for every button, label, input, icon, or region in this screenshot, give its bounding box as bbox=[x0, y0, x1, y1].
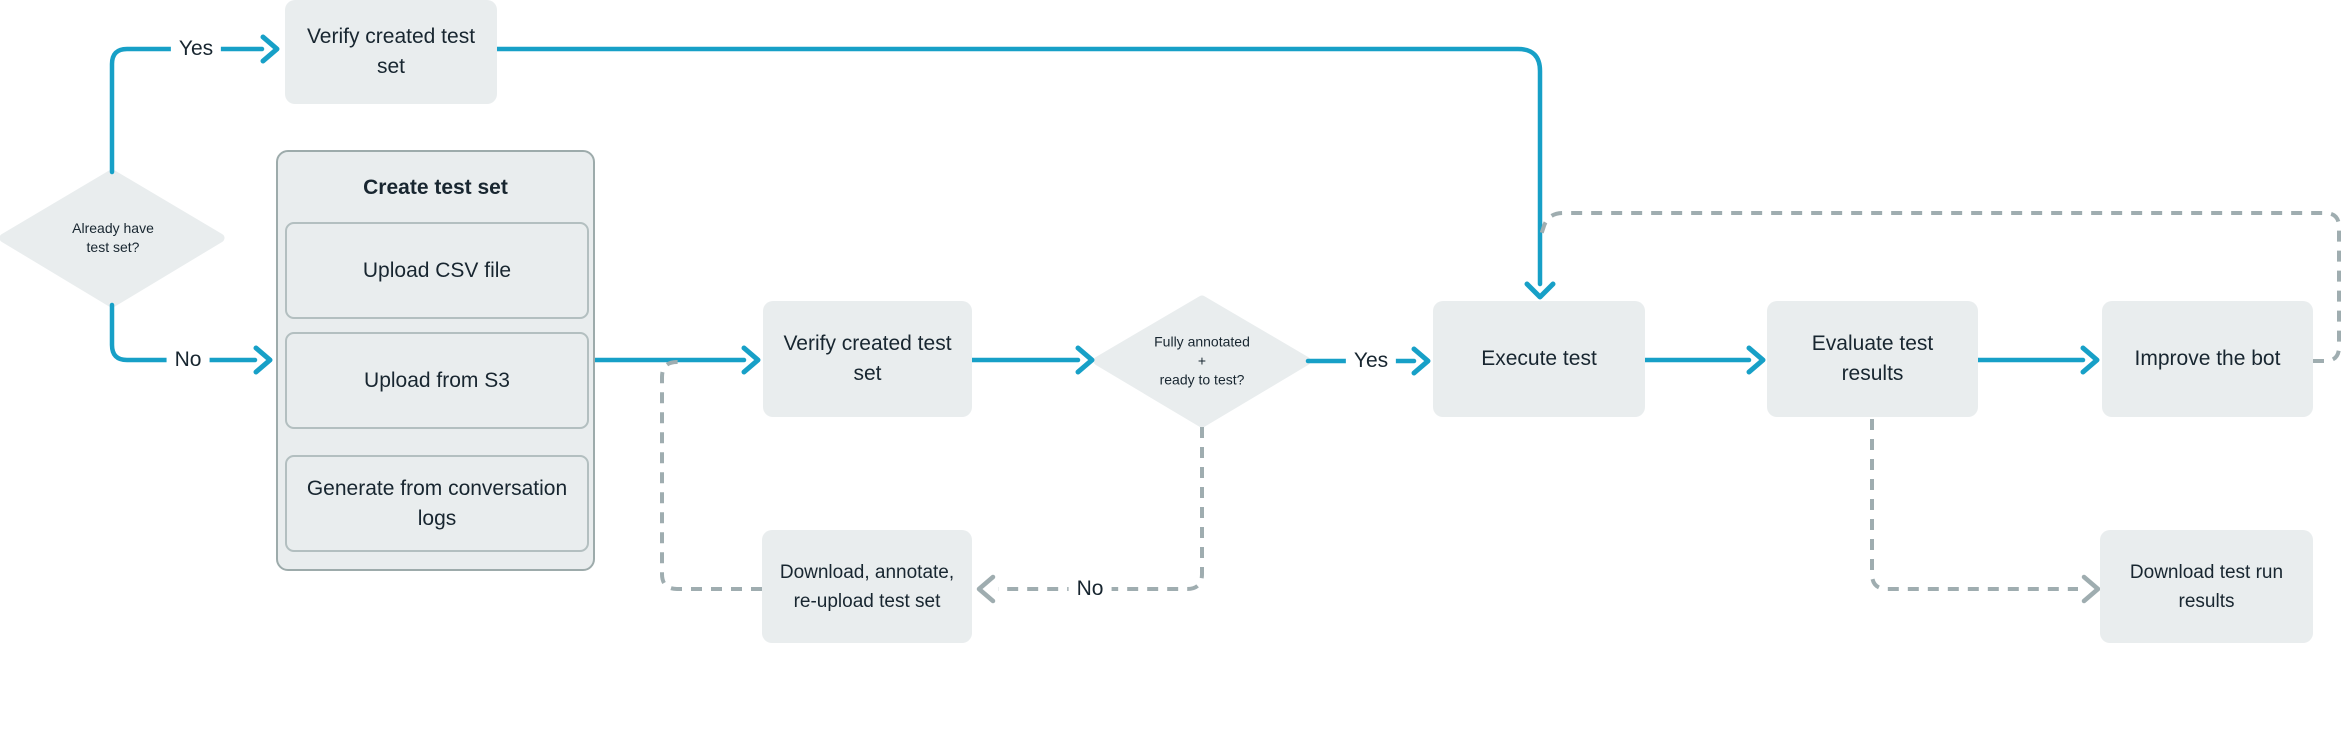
edge-already-yes bbox=[109, 46, 265, 175]
arrowhead-verify-mid-to-ready bbox=[1075, 345, 1095, 375]
edge-reupload-loop bbox=[660, 360, 762, 591]
arrowhead-evaluate-to-improve bbox=[2080, 345, 2100, 375]
option-upload-csv-file: Upload CSV file bbox=[285, 222, 589, 319]
arrowhead-verify-top-to-execute bbox=[1524, 281, 1556, 300]
decision-ready-to-test-label: Fully annotated + ready to test? bbox=[1154, 333, 1250, 388]
option-generate-from-conversation-logs: Generate from conversation logs bbox=[285, 455, 589, 552]
node-improve-the-bot: Improve the bot bbox=[2102, 301, 2313, 417]
decision-ready-to-test-shape bbox=[1093, 295, 1311, 428]
arrowhead-ready-yes bbox=[1411, 346, 1431, 376]
group-create-test-set: Create test set Upload CSV file Upload f… bbox=[276, 150, 595, 571]
decision-already-have-label: Already have test set? bbox=[72, 220, 154, 255]
arrowhead-evaluate-to-download-results bbox=[2081, 574, 2101, 604]
node-evaluate-test-results: Evaluate test results bbox=[1767, 301, 1978, 417]
node-verify-created-test-set-mid: Verify created test set bbox=[763, 301, 972, 417]
node-download-test-run-results: Download test run results bbox=[2100, 530, 2313, 643]
edge-ready-no bbox=[998, 427, 1204, 591]
arrowhead-execute-to-evaluate bbox=[1746, 345, 1766, 375]
edge-label-ready-yes: Yes bbox=[1345, 348, 1397, 374]
arrowhead-ready-no bbox=[976, 574, 996, 604]
option-upload-from-s3: Upload from S3 bbox=[285, 332, 589, 429]
node-verify-created-test-set-top: Verify created test set bbox=[285, 0, 497, 104]
arrowhead-already-no bbox=[253, 345, 273, 375]
edge-evaluate-to-download-results bbox=[1870, 419, 2078, 591]
edge-improve-feedback-loop bbox=[1539, 211, 2341, 363]
node-download-annotate-reupload: Download, annotate, re-upload test set bbox=[762, 530, 972, 643]
node-execute-test: Execute test bbox=[1433, 301, 1645, 417]
arrowhead-already-yes bbox=[260, 34, 280, 64]
arrowhead-group-to-verify-mid bbox=[741, 345, 761, 375]
edge-already-no bbox=[109, 302, 258, 363]
edge-verify-top-to-execute bbox=[494, 46, 1543, 287]
edge-label-ready-no: No bbox=[1068, 576, 1112, 602]
edge-label-already-no: No bbox=[166, 347, 210, 373]
group-title: Create test set bbox=[363, 176, 508, 199]
edge-label-already-yes: Yes bbox=[170, 36, 222, 62]
